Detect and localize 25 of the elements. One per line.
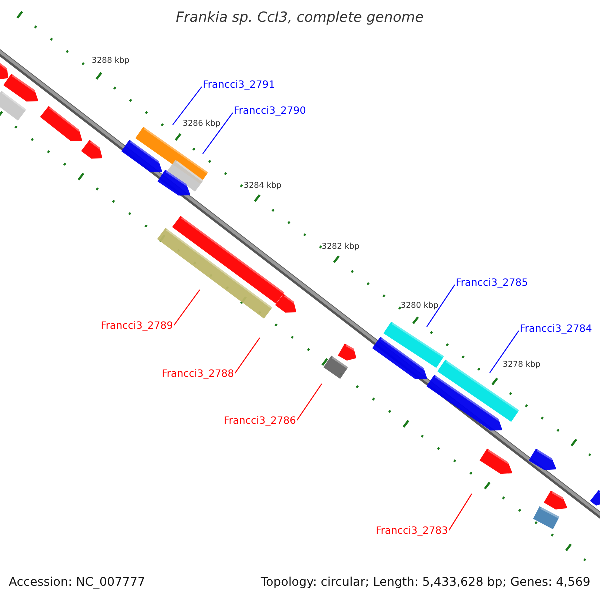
leader-line (202, 112, 234, 154)
leader-line (296, 384, 322, 421)
gene-label: Francci3_2783 (376, 527, 448, 537)
gene-label: Francci3_2790 (234, 107, 306, 117)
leader-line (234, 338, 260, 374)
scale-label: 3282 kbp (322, 243, 360, 251)
leader-line (448, 494, 472, 531)
genome-stats-text: Topology: circular; Length: 5,433,628 bp; Genes: 4,569 (261, 576, 591, 588)
gene-label: Francci3_2788 (162, 370, 234, 380)
leader-line (174, 290, 200, 326)
scale-label: 3284 kbp (244, 182, 282, 190)
gene-label: Francci3_2784 (520, 325, 592, 335)
accession-text: Accession: NC_007777 (9, 576, 146, 588)
gene-label: Francci3_2789 (101, 322, 174, 332)
scale-label: 3278 kbp (503, 361, 541, 369)
leader-line (490, 330, 520, 374)
leader-line (426, 284, 456, 328)
gene-label: Francci3_2791 (203, 81, 276, 91)
scale-label: 3286 kbp (183, 120, 221, 128)
gene-label: Francci3_2785 (456, 279, 528, 289)
leader-line (172, 86, 202, 126)
scale-label: 3280 kbp (401, 302, 439, 310)
scale-label: 3288 kbp (92, 57, 130, 65)
gene-label: Francci3_2786 (224, 417, 296, 427)
title: Frankia sp. CcI3, complete genome (175, 11, 425, 25)
